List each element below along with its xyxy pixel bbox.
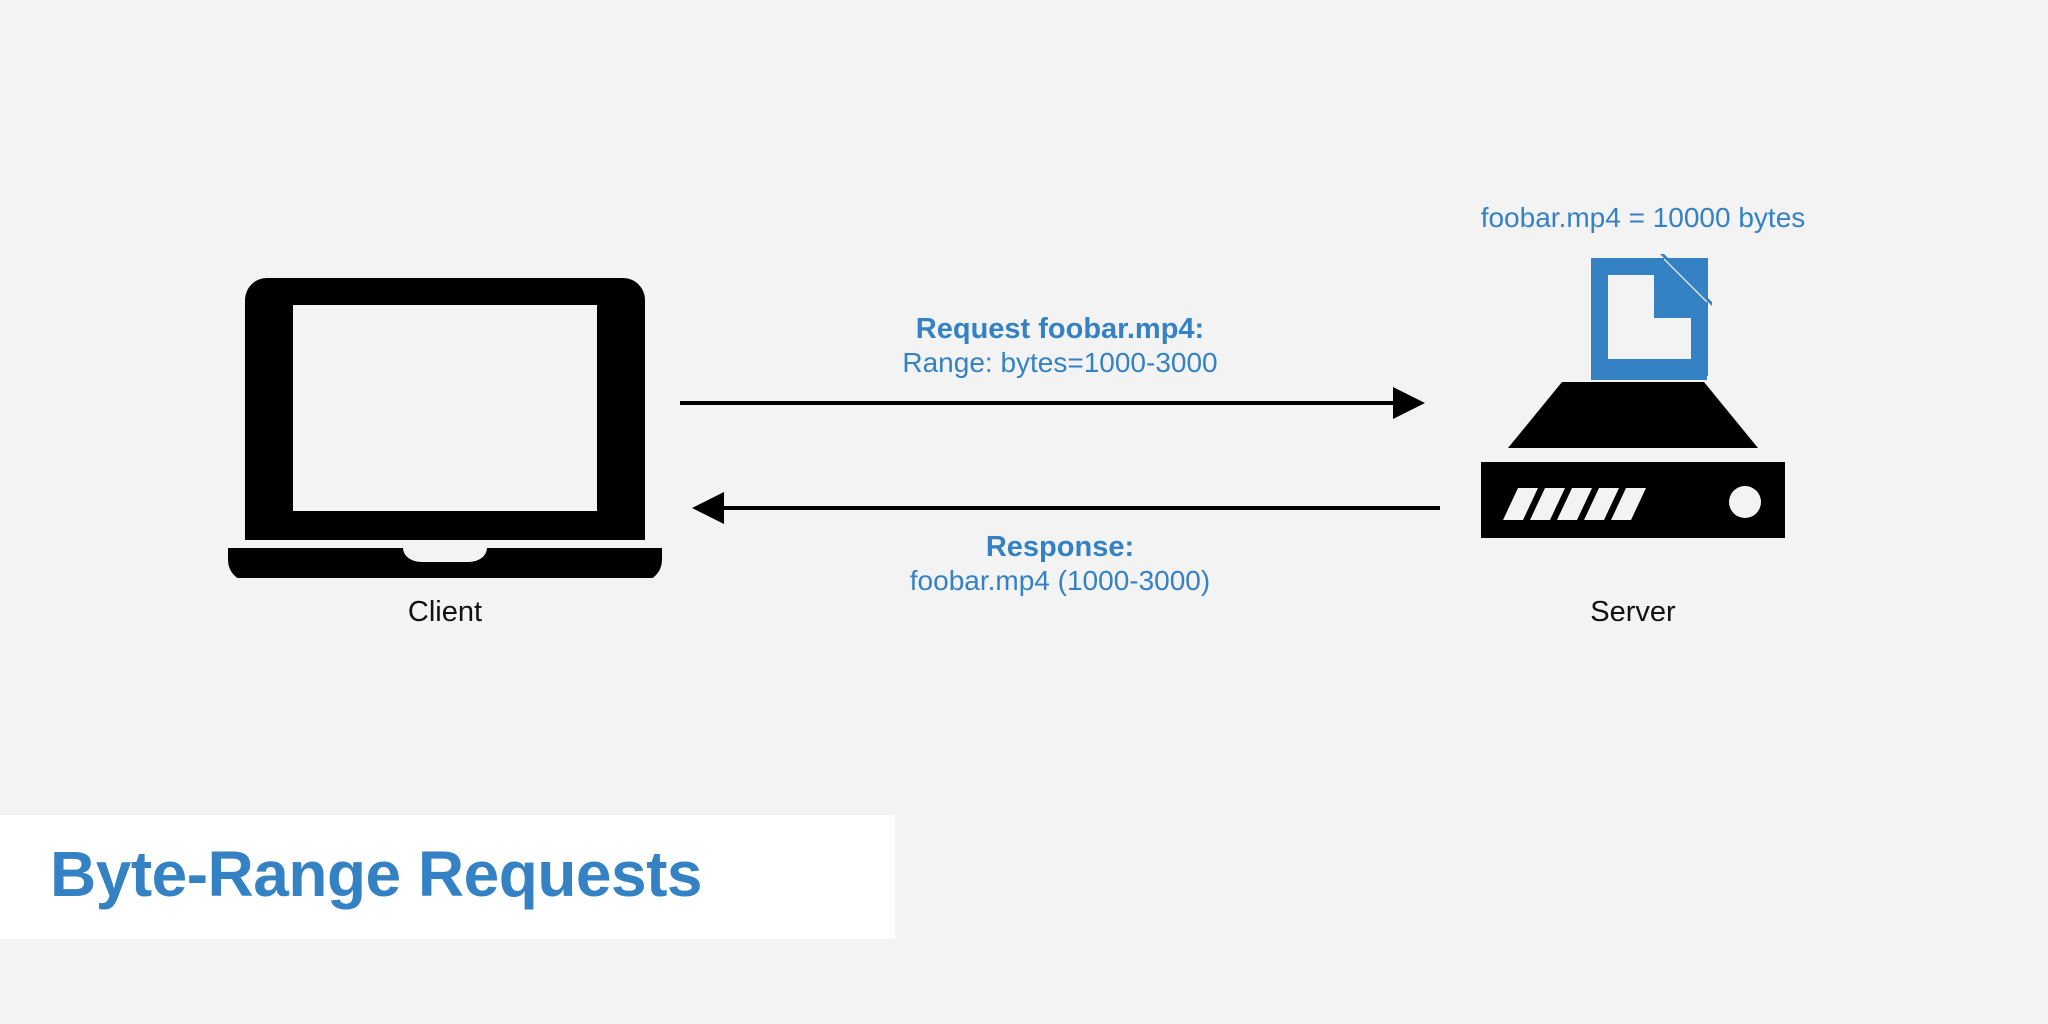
- request-caption: Request foobar.mp4: Range: bytes=1000-30…: [700, 312, 1420, 379]
- response-title: Response:: [985, 531, 1135, 563]
- request-detail: Range: bytes=1000-3000: [902, 347, 1218, 379]
- server-file-note: foobar.mp4 = 10000 bytes: [1480, 202, 1806, 233]
- server-rack-icon: [1468, 252, 1798, 578]
- arrow-right-icon: [680, 383, 1440, 425]
- response-detail: foobar.mp4 (1000-3000): [909, 565, 1211, 597]
- document-file-icon: [1591, 254, 1712, 380]
- page-title: Byte-Range Requests: [50, 838, 703, 910]
- title-banner: [0, 815, 895, 939]
- laptop-icon: [220, 268, 670, 582]
- client-label: Client: [407, 596, 483, 628]
- arrow-left-icon: [680, 488, 1440, 530]
- server-label: Server: [1590, 596, 1676, 628]
- response-caption: Response: foobar.mp4 (1000-3000): [700, 530, 1420, 597]
- request-title: Request foobar.mp4:: [915, 313, 1205, 345]
